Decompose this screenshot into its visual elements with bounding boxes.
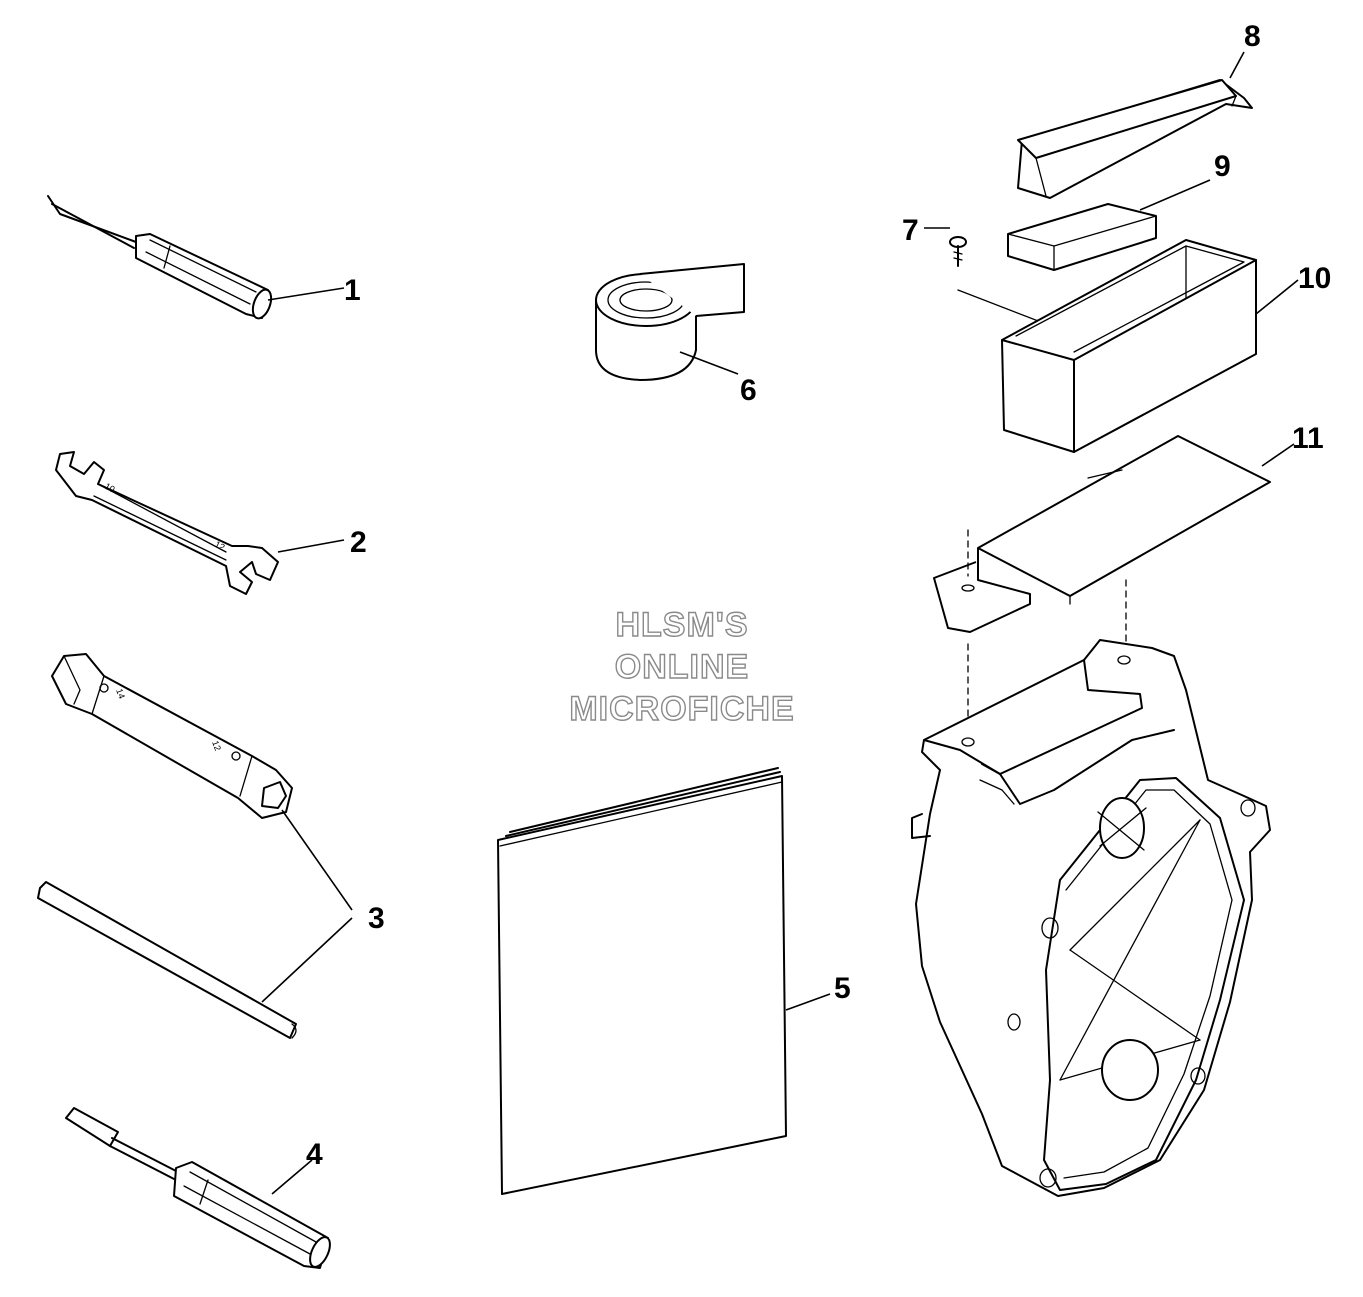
leader-6: [679, 351, 739, 375]
part-8-toolbox-lid: [1017, 79, 1253, 199]
svg-text:10: 10: [103, 481, 117, 495]
leader-5: [785, 993, 831, 1011]
part-9-foam-pad: [1007, 203, 1157, 271]
svg-text:14: 14: [114, 687, 127, 700]
watermark-line-2: ONLINE: [615, 648, 749, 686]
callout-1: 1: [344, 274, 361, 307]
watermark: HLSM'S ONLINE MICROFICHE: [569, 605, 795, 728]
part-6-tape-roll: [595, 263, 745, 381]
callout-2: 2: [350, 526, 367, 559]
leader-3a: [281, 809, 353, 911]
belt-guard-housing: [911, 639, 1271, 1197]
part-11-bracket: [933, 435, 1271, 737]
leader-2: [277, 539, 345, 553]
part-5-manual: [497, 767, 787, 1195]
leader-9: [1139, 179, 1211, 211]
watermark-line-1: HLSM'S: [615, 606, 748, 644]
part-3-tube-wrench: 14 12: [51, 653, 293, 819]
svg-text:12: 12: [213, 539, 227, 553]
leader-11: [1261, 443, 1295, 467]
callout-8: 8: [1244, 20, 1261, 53]
part-3-tommy-bar: [37, 881, 297, 1039]
callout-11: 11: [1292, 422, 1324, 455]
callout-7: 7: [902, 214, 919, 247]
leader-8: [1229, 51, 1245, 79]
leader-4: [271, 1159, 313, 1195]
part-4-screwdriver: [65, 1107, 331, 1269]
part-10-toolbox: [1001, 239, 1257, 453]
watermark-line-3: MICROFICHE: [569, 690, 794, 728]
callout-5: 5: [834, 972, 851, 1005]
leader-10: [1255, 279, 1299, 315]
svg-text:12: 12: [210, 739, 223, 752]
callout-4: 4: [306, 1138, 323, 1171]
callout-6: 6: [740, 374, 757, 407]
callout-10: 10: [1298, 262, 1331, 295]
part-1-screwdriver: [47, 195, 273, 320]
part-2-wrench: 10 12: [55, 451, 279, 595]
callout-3: 3: [368, 902, 385, 935]
leader-1: [267, 287, 345, 301]
leader-3b: [261, 917, 353, 1003]
callout-9: 9: [1214, 150, 1231, 183]
